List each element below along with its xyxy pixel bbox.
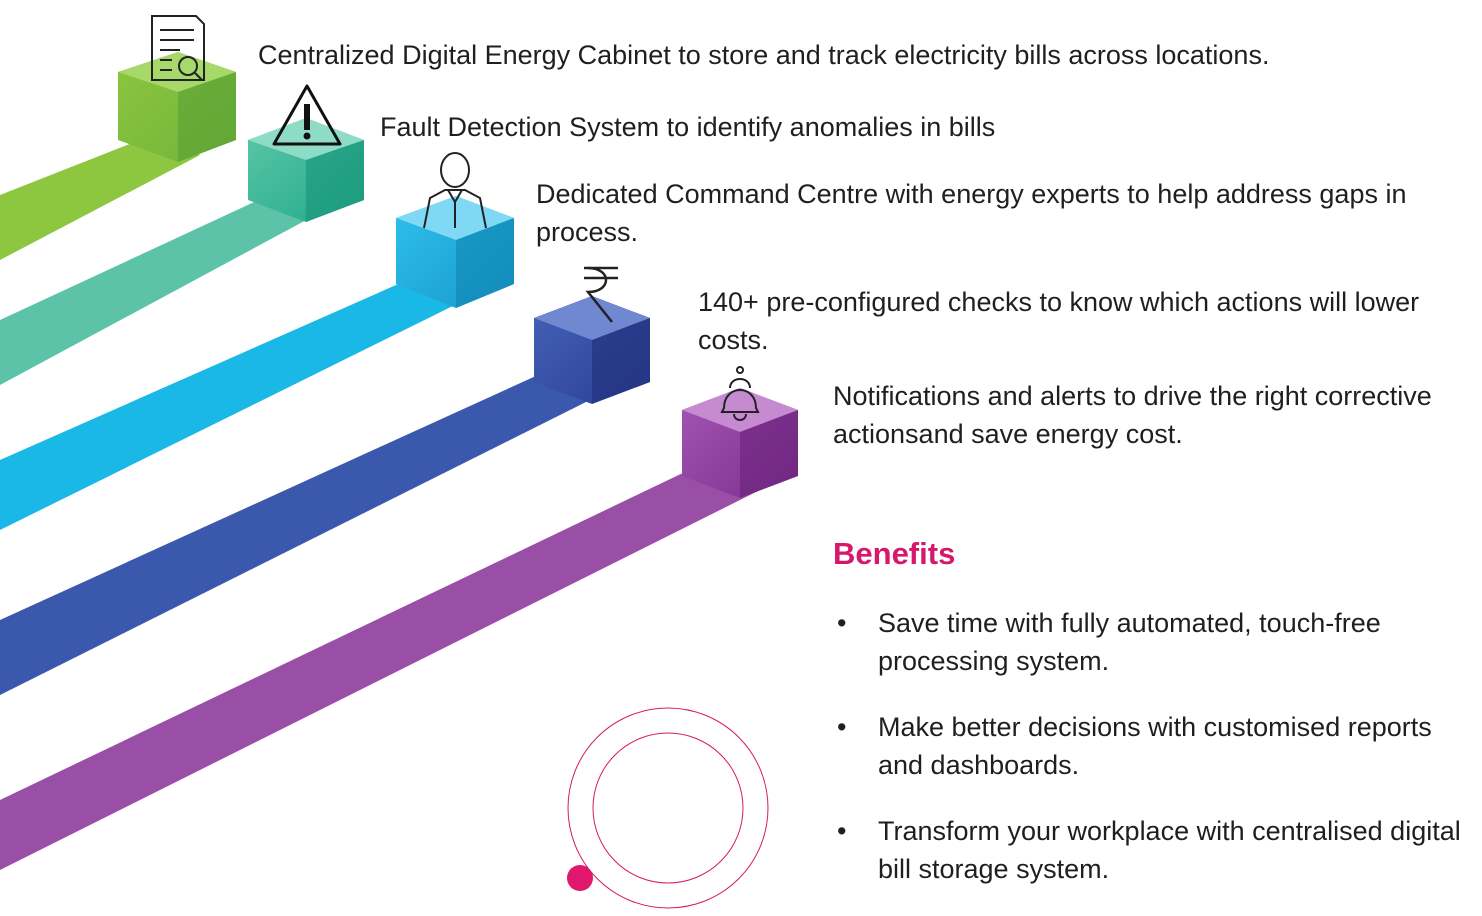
benefit-item: Make better decisions with customised re… — [833, 708, 1478, 784]
feature-notifications: Notifications and alerts to drive the ri… — [833, 381, 1432, 449]
stair-stripe-1 — [0, 130, 200, 260]
expert-person-icon — [423, 152, 487, 229]
block-5 — [682, 388, 798, 498]
benefits-heading: Benefits — [833, 536, 956, 571]
feature-preconfigured-checks: 140+ pre-configured checks to know which… — [698, 287, 1420, 355]
rupee-icon — [584, 266, 618, 323]
bell-icon — [720, 366, 760, 421]
feature-fault-detection: Fault Detection System to identify anoma… — [380, 112, 996, 142]
block-1 — [118, 52, 236, 162]
stair-stripe-4 — [0, 365, 600, 695]
stair-stripe-5 — [0, 460, 760, 870]
benefit-item: Save time with fully automated, touch-fr… — [833, 604, 1478, 680]
stair-stripe-2 — [0, 190, 310, 385]
block-4 — [534, 296, 650, 404]
warning-icon — [272, 84, 342, 146]
benefits-list: Save time with fully automated, touch-fr… — [833, 604, 1482, 916]
benefit-item: Transform your workplace with centralise… — [833, 812, 1478, 888]
feature-digital-cabinet: Centralized Digital Energy Cabinet to st… — [258, 40, 1270, 70]
document-search-icon — [151, 15, 205, 81]
feature-command-centre: Dedicated Command Centre with energy exp… — [536, 179, 1407, 247]
stair-stripe-3 — [0, 270, 465, 530]
